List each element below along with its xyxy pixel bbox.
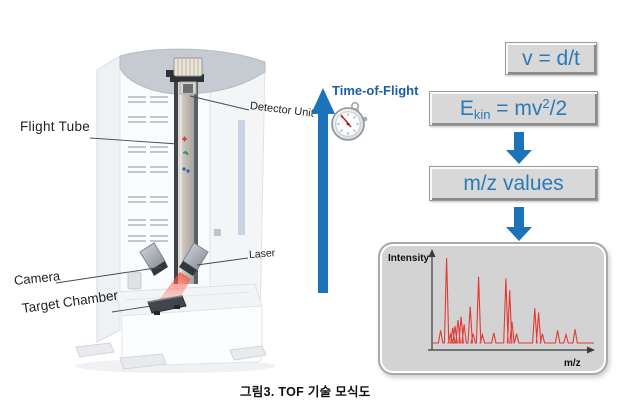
x-axis-arrowhead	[587, 346, 595, 354]
flow-arrow-2	[506, 207, 532, 241]
camera-unit	[127, 242, 168, 290]
ion-markers	[182, 136, 190, 173]
detector-unit-leader-line	[189, 95, 250, 111]
target-plate	[147, 295, 187, 315]
flight-tube-left-wall	[174, 82, 178, 284]
spectrum-trace	[431, 257, 594, 344]
flight-tube-leader-line	[89, 137, 179, 145]
flight-tube-interior	[178, 82, 194, 284]
up-arrow-icon	[311, 88, 335, 293]
down-arrow-icon	[506, 207, 532, 241]
flight-tube-label: Flight Tube	[20, 119, 91, 134]
mz-values-text: m/z values	[463, 172, 564, 195]
spectrum-panel: Intensity m/z	[378, 242, 608, 375]
figure-caption: 그림3. TOF 기술 모식도	[240, 385, 371, 399]
camera-leader-line	[55, 266, 163, 284]
laser-label: Laser	[248, 247, 276, 261]
time-of-flight-arrow	[311, 88, 335, 293]
time-of-flight-label: Time-of-Flight	[332, 83, 419, 98]
y-axis-arrowhead	[428, 249, 436, 257]
kinetic-energy-formula-box: Ekin = mv2/2	[429, 91, 598, 126]
kinetic-energy-formula-text: Ekin = mv2/2	[459, 96, 568, 122]
flight-tube-right-wall	[194, 82, 198, 284]
vent-slots	[128, 96, 168, 242]
chamber-rim	[125, 291, 251, 301]
target-chamber-leader-line	[111, 304, 159, 313]
side-label-strip	[238, 120, 245, 235]
laser-leader-line	[196, 257, 249, 266]
velocity-formula-box: v = d/t	[505, 42, 597, 75]
stopwatch-icon	[331, 102, 368, 141]
y-axis-label: Intensity	[388, 253, 430, 264]
instrument-illustration	[75, 48, 275, 373]
spectrum-plot: Intensity m/z	[388, 249, 595, 369]
down-arrow-icon	[506, 132, 532, 164]
flow-arrow-1	[506, 132, 532, 164]
laser-unit	[179, 242, 209, 276]
mz-values-box: m/z values	[429, 166, 598, 201]
detector-unit	[166, 57, 204, 95]
instrument-feet	[75, 342, 267, 370]
x-axis-label: m/z	[564, 358, 581, 369]
velocity-formula-text: v = d/t	[522, 47, 580, 70]
panel-button	[214, 229, 221, 236]
